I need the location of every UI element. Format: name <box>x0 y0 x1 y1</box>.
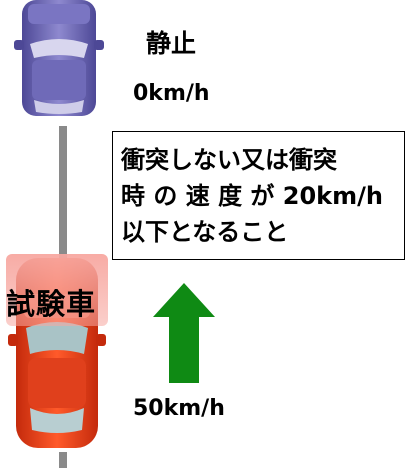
requirement-box: 衝突しない又は衝突 時 の 速 度 が 20km/h 以下となること <box>112 131 405 260</box>
requirement-line: 時 の 速 度 が 20km/h <box>121 182 383 210</box>
stopped-car-icon <box>10 0 108 120</box>
stopped-vehicle-speed: 0km/h <box>133 81 210 106</box>
stopped-vehicle-title: 静止 <box>146 29 197 58</box>
lane-line-top <box>59 126 67 264</box>
test-vehicle-title: 試験車 <box>6 287 97 321</box>
test-vehicle-speed: 50km/h <box>133 396 225 421</box>
lane-line-bottom <box>59 452 67 468</box>
test-car-icon <box>6 254 108 452</box>
requirement-line: 以下となること <box>121 218 289 246</box>
up-arrow-icon <box>153 283 215 383</box>
requirement-line: 衝突しない又は衝突 <box>121 146 337 174</box>
